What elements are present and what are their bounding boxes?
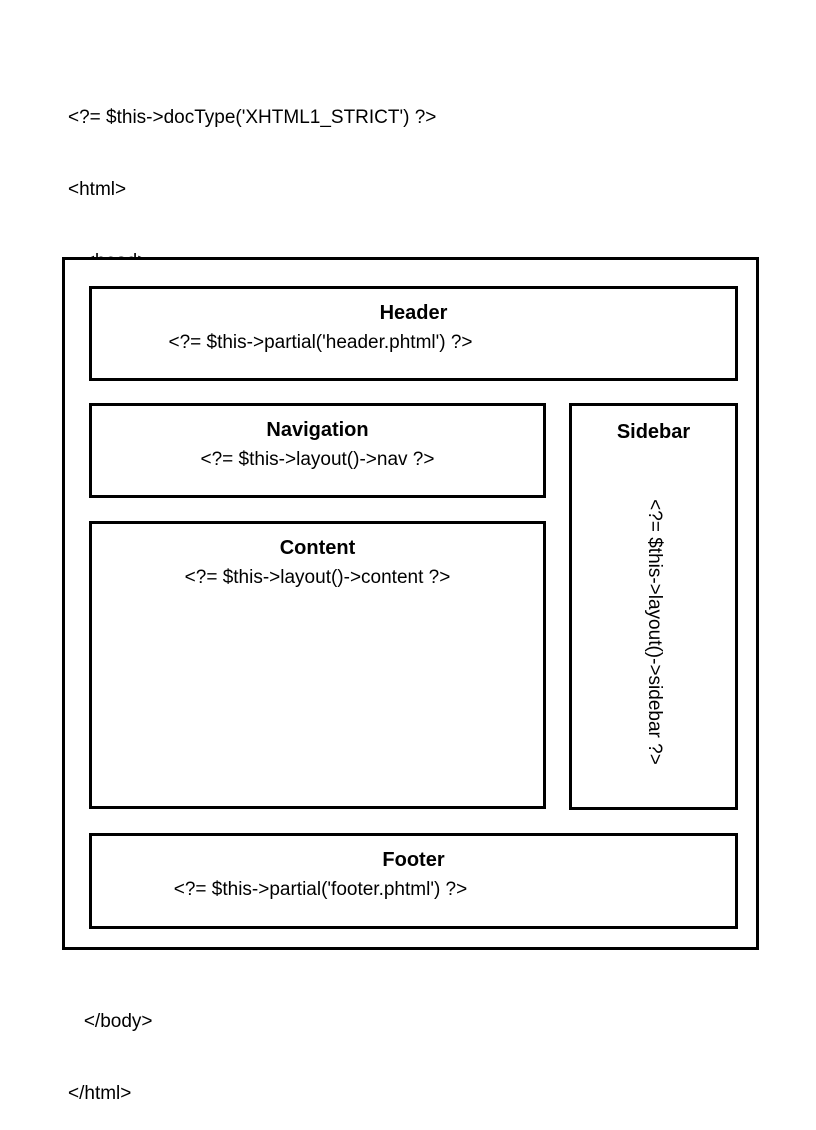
content-code: <?= $this->layout()->content ?> — [184, 567, 451, 588]
code-line-html-open: <html> — [68, 179, 127, 200]
region-navigation: Navigation <?= $this->layout()->nav ?> — [89, 403, 546, 498]
bottom-code-block: </body> </html> — [68, 962, 153, 1130]
header-title: Header — [379, 302, 448, 324]
sidebar-code: <?= $this->layout()->sidebar ?> — [643, 499, 665, 765]
region-content: Content <?= $this->layout()->content ?> — [89, 521, 546, 809]
sidebar-title: Sidebar — [616, 421, 691, 443]
region-footer: Footer <?= $this->partial('footer.phtml'… — [89, 833, 738, 929]
code-line-body-close: </body> — [68, 1011, 153, 1032]
navigation-code: <?= $this->layout()->nav ?> — [200, 449, 435, 470]
footer-title: Footer — [382, 849, 445, 871]
content-title: Content — [279, 537, 356, 559]
page-body-box: Header <?= $this->partial('header.phtml'… — [62, 257, 759, 950]
region-sidebar: Sidebar <?= $this->layout()->sidebar ?> — [569, 403, 738, 810]
region-header: Header <?= $this->partial('header.phtml'… — [89, 286, 738, 381]
navigation-title: Navigation — [266, 419, 369, 441]
code-line-doctype: <?= $this->docType('XHTML1_STRICT') ?> — [68, 107, 437, 128]
sidebar-code-wrapper: <?= $this->layout()->sidebar ?> — [572, 458, 735, 806]
footer-code: <?= $this->partial('footer.phtml') ?> — [173, 879, 468, 900]
header-code: <?= $this->partial('header.phtml') ?> — [168, 332, 473, 353]
code-line-html-close: </html> — [68, 1083, 132, 1104]
